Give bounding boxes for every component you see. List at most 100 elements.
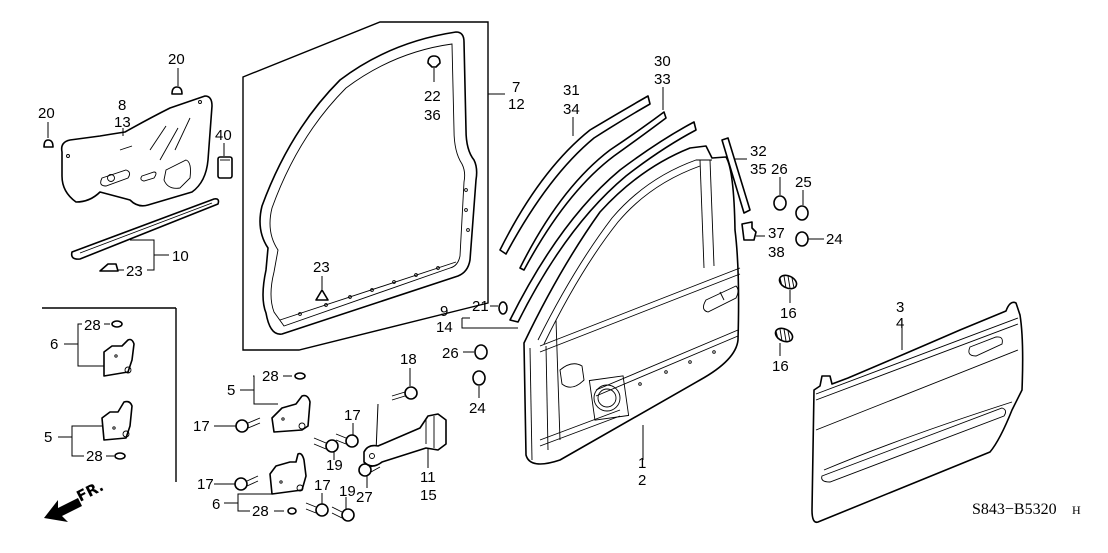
callout-23-left: 23 xyxy=(126,263,143,280)
seal-24-mid[interactable] xyxy=(472,370,486,386)
callout-36: 36 xyxy=(424,107,441,124)
nut-28-upper[interactable] xyxy=(294,372,306,380)
callout-34: 34 xyxy=(563,101,580,118)
door-checker-11[interactable] xyxy=(363,413,447,467)
callout-37: 37 xyxy=(768,225,785,242)
callout-1: 1 xyxy=(638,455,646,472)
bolt-19-a[interactable] xyxy=(313,437,339,453)
sash-molding-9[interactable] xyxy=(509,121,697,323)
seal-25[interactable] xyxy=(795,205,809,221)
callout-17-b: 17 xyxy=(197,476,214,493)
callout-7: 7 xyxy=(512,79,520,96)
clip-23-inside[interactable] xyxy=(315,289,329,301)
pad-40[interactable] xyxy=(217,156,233,179)
callout-26-right: 26 xyxy=(771,161,788,178)
callout-6: 6 xyxy=(212,496,220,513)
callout-38: 38 xyxy=(768,244,785,261)
bolt-17-a[interactable] xyxy=(235,417,261,433)
callout-19-a: 19 xyxy=(326,457,343,474)
callout-26-mid: 26 xyxy=(442,345,459,362)
bolt-18[interactable] xyxy=(391,386,418,401)
callout-19-b: 19 xyxy=(339,483,356,500)
callout-18: 18 xyxy=(400,351,417,368)
callout-16-lower: 16 xyxy=(772,358,789,375)
diagram-code: S843−B5320 xyxy=(972,501,1057,518)
bolt-17-d[interactable] xyxy=(305,502,329,517)
callout-4: 4 xyxy=(896,315,904,332)
callout-16-upper: 16 xyxy=(780,305,797,322)
hinge-6-boxed[interactable] xyxy=(103,338,135,377)
callout-9: 9 xyxy=(440,303,448,320)
grommet-16-lower[interactable] xyxy=(773,326,794,344)
callout-17-d: 17 xyxy=(314,477,331,494)
seal-24-right[interactable]: obviously xyxy=(795,231,809,247)
grommet-16-upper[interactable] xyxy=(777,273,798,291)
seal-26-right[interactable] xyxy=(773,195,787,211)
callout-5-boxed: 5 xyxy=(44,429,52,446)
clip-21[interactable] xyxy=(498,301,508,315)
hinge-5-boxed[interactable] xyxy=(101,400,133,441)
door-panel-1[interactable] xyxy=(523,145,741,465)
front-direction-arrow: FR. xyxy=(44,477,107,522)
garnish-seal-37[interactable] xyxy=(741,221,757,241)
callout-11: 11 xyxy=(420,469,436,486)
callout-24-mid: 24 xyxy=(469,400,486,417)
callout-21: 21 xyxy=(472,298,489,315)
callout-30: 30 xyxy=(654,53,671,70)
callout-3: 3 xyxy=(896,299,904,316)
callout-5: 5 xyxy=(227,382,235,399)
run-channel-31[interactable] xyxy=(499,95,651,255)
callout-17-c: 17 xyxy=(344,407,361,424)
callout-25: 25 xyxy=(795,174,812,191)
callout-2: 2 xyxy=(638,472,646,489)
clip-23-left[interactable] xyxy=(99,263,119,272)
bolt-19-b[interactable] xyxy=(331,506,355,522)
callout-17-a: 17 xyxy=(193,418,210,435)
nut-28-boxed-upper[interactable] xyxy=(111,320,123,328)
callout-20-left: 20 xyxy=(38,105,55,122)
door-sill-trim-10[interactable] xyxy=(70,198,220,260)
clip-22[interactable] xyxy=(427,55,441,68)
seal-26-mid[interactable] xyxy=(474,344,488,360)
callout-13: 13 xyxy=(114,114,131,131)
callout-28-boxed-lower: 28 xyxy=(86,448,103,465)
front-label: FR. xyxy=(74,477,107,506)
bolt-17-b[interactable] xyxy=(234,475,259,491)
callout-14: 14 xyxy=(436,319,453,336)
callout-20-top: 20 xyxy=(168,51,185,68)
nut-28-lower[interactable] xyxy=(287,507,297,515)
arrow-icon xyxy=(44,498,82,522)
channel-seal-30[interactable] xyxy=(519,111,667,271)
callout-33: 33 xyxy=(654,71,671,88)
diagram-code-suffix: H xyxy=(1072,503,1081,517)
callout-8: 8 xyxy=(118,97,126,114)
callout-12: 12 xyxy=(508,96,525,113)
callout-24-right: 24 xyxy=(826,231,843,248)
garnish-32[interactable] xyxy=(721,137,751,214)
callout-35: 35 xyxy=(750,161,767,178)
bolt-18-leader xyxy=(375,403,379,453)
callout-32: 32 xyxy=(750,143,767,160)
hinge-6[interactable] xyxy=(269,452,307,495)
hole-seal-part[interactable] xyxy=(60,95,213,207)
weatherstrip-outline-box xyxy=(242,21,489,351)
callout-10: 10 xyxy=(172,248,189,265)
door-outer-skin-3[interactable] xyxy=(811,301,1024,524)
callout-22: 22 xyxy=(424,88,441,105)
clip-20-left[interactable] xyxy=(43,139,54,148)
door-weatherstrip-7[interactable] xyxy=(259,31,478,335)
nut-28-boxed-lower[interactable] xyxy=(114,452,126,460)
bolt-17-c[interactable] xyxy=(335,433,359,448)
callout-40: 40 xyxy=(215,127,232,144)
clip-20-top[interactable] xyxy=(171,86,183,95)
callout-6-boxed: 6 xyxy=(50,336,58,353)
callout-27: 27 xyxy=(356,489,373,506)
callout-28-upper: 28 xyxy=(262,368,279,385)
callout-31: 31 xyxy=(563,82,580,99)
hinge-5[interactable] xyxy=(271,394,311,433)
bolt-27[interactable] xyxy=(358,461,381,477)
callout-28-boxed-upper: 28 xyxy=(84,317,101,334)
callout-15: 15 xyxy=(420,487,437,504)
callout-23-inside: 23 xyxy=(313,259,330,276)
